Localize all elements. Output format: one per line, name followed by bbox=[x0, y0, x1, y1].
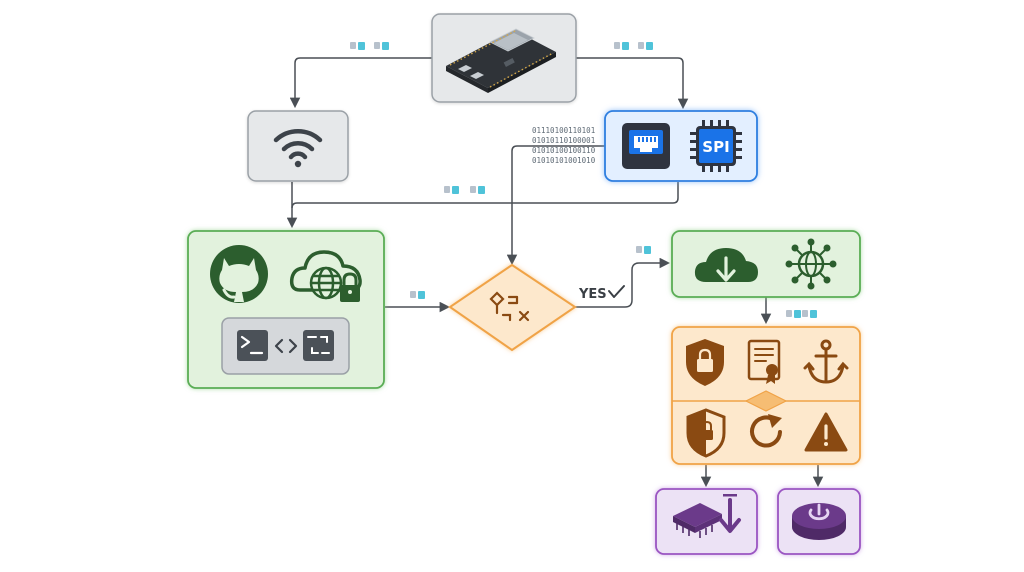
yes-branch-label: YES bbox=[578, 285, 625, 302]
connector-decision-to-download bbox=[575, 257, 671, 308]
esp32-dev-board-icon bbox=[446, 28, 556, 93]
lock-icon bbox=[340, 272, 360, 302]
decision-diamond[interactable] bbox=[448, 263, 577, 352]
source-group[interactable] bbox=[187, 230, 385, 389]
spi-chip-icon: SPI bbox=[690, 120, 742, 172]
code-brackets-icon bbox=[274, 338, 298, 354]
refresh-icon bbox=[750, 414, 782, 448]
flash-node[interactable] bbox=[655, 488, 758, 555]
binary-line: 01010100100110 bbox=[532, 146, 596, 155]
connector-spi-to-source bbox=[291, 182, 679, 209]
ethernet-spi-node[interactable]: SPI bbox=[604, 110, 758, 182]
packet-icon bbox=[802, 310, 817, 318]
spi-label: SPI bbox=[702, 138, 729, 156]
connectors bbox=[286, 57, 824, 488]
packet-icon bbox=[444, 186, 459, 194]
packet-icon bbox=[350, 42, 365, 50]
packet-icon bbox=[614, 42, 629, 50]
packet-icon bbox=[638, 42, 653, 50]
packet-icon bbox=[636, 246, 651, 254]
binary-line: 01110100110101 bbox=[532, 126, 595, 135]
connector-spi-to-decision bbox=[506, 145, 605, 266]
download-group[interactable] bbox=[671, 230, 861, 298]
wifi-node[interactable] bbox=[247, 110, 349, 182]
certificate-icon bbox=[747, 339, 781, 384]
diff-icon bbox=[303, 330, 334, 361]
network-globe-icon bbox=[785, 238, 837, 290]
ethernet-port-icon bbox=[622, 123, 670, 169]
cloud-download-icon bbox=[694, 248, 758, 282]
packet-icon bbox=[786, 310, 801, 318]
checkmark-icon bbox=[608, 285, 625, 298]
github-icon bbox=[210, 245, 268, 303]
shield-half-lock-icon bbox=[686, 408, 726, 458]
globe-icon bbox=[309, 266, 343, 300]
yes-label: YES bbox=[578, 287, 607, 302]
compare-icon bbox=[489, 291, 530, 322]
esp32-board-node[interactable] bbox=[431, 13, 577, 103]
cloud-globe-lock-icon bbox=[289, 250, 362, 302]
shield-lock-icon bbox=[686, 339, 724, 386]
code-compare-panel bbox=[221, 317, 350, 375]
power-node[interactable] bbox=[777, 488, 861, 555]
chip-download-icon bbox=[673, 494, 741, 538]
connector-board-to-wifi bbox=[289, 57, 432, 109]
power-button-icon bbox=[792, 503, 846, 540]
terminal-icon bbox=[237, 330, 268, 361]
security-group[interactable] bbox=[671, 326, 861, 465]
binary-line: 01010101001010 bbox=[532, 156, 596, 165]
binary-line: 01010110100001 bbox=[532, 136, 595, 145]
packet-icon bbox=[410, 291, 425, 299]
binary-stream: 01110100110101 01010110100001 0101010010… bbox=[532, 126, 596, 165]
packet-icon bbox=[374, 42, 389, 50]
warning-icon bbox=[804, 412, 848, 452]
wifi-icon bbox=[273, 129, 323, 168]
packet-icon bbox=[470, 186, 485, 194]
anchor-icon bbox=[803, 339, 849, 384]
connector-board-to-spi bbox=[576, 57, 689, 110]
divider-diamond bbox=[744, 390, 788, 412]
